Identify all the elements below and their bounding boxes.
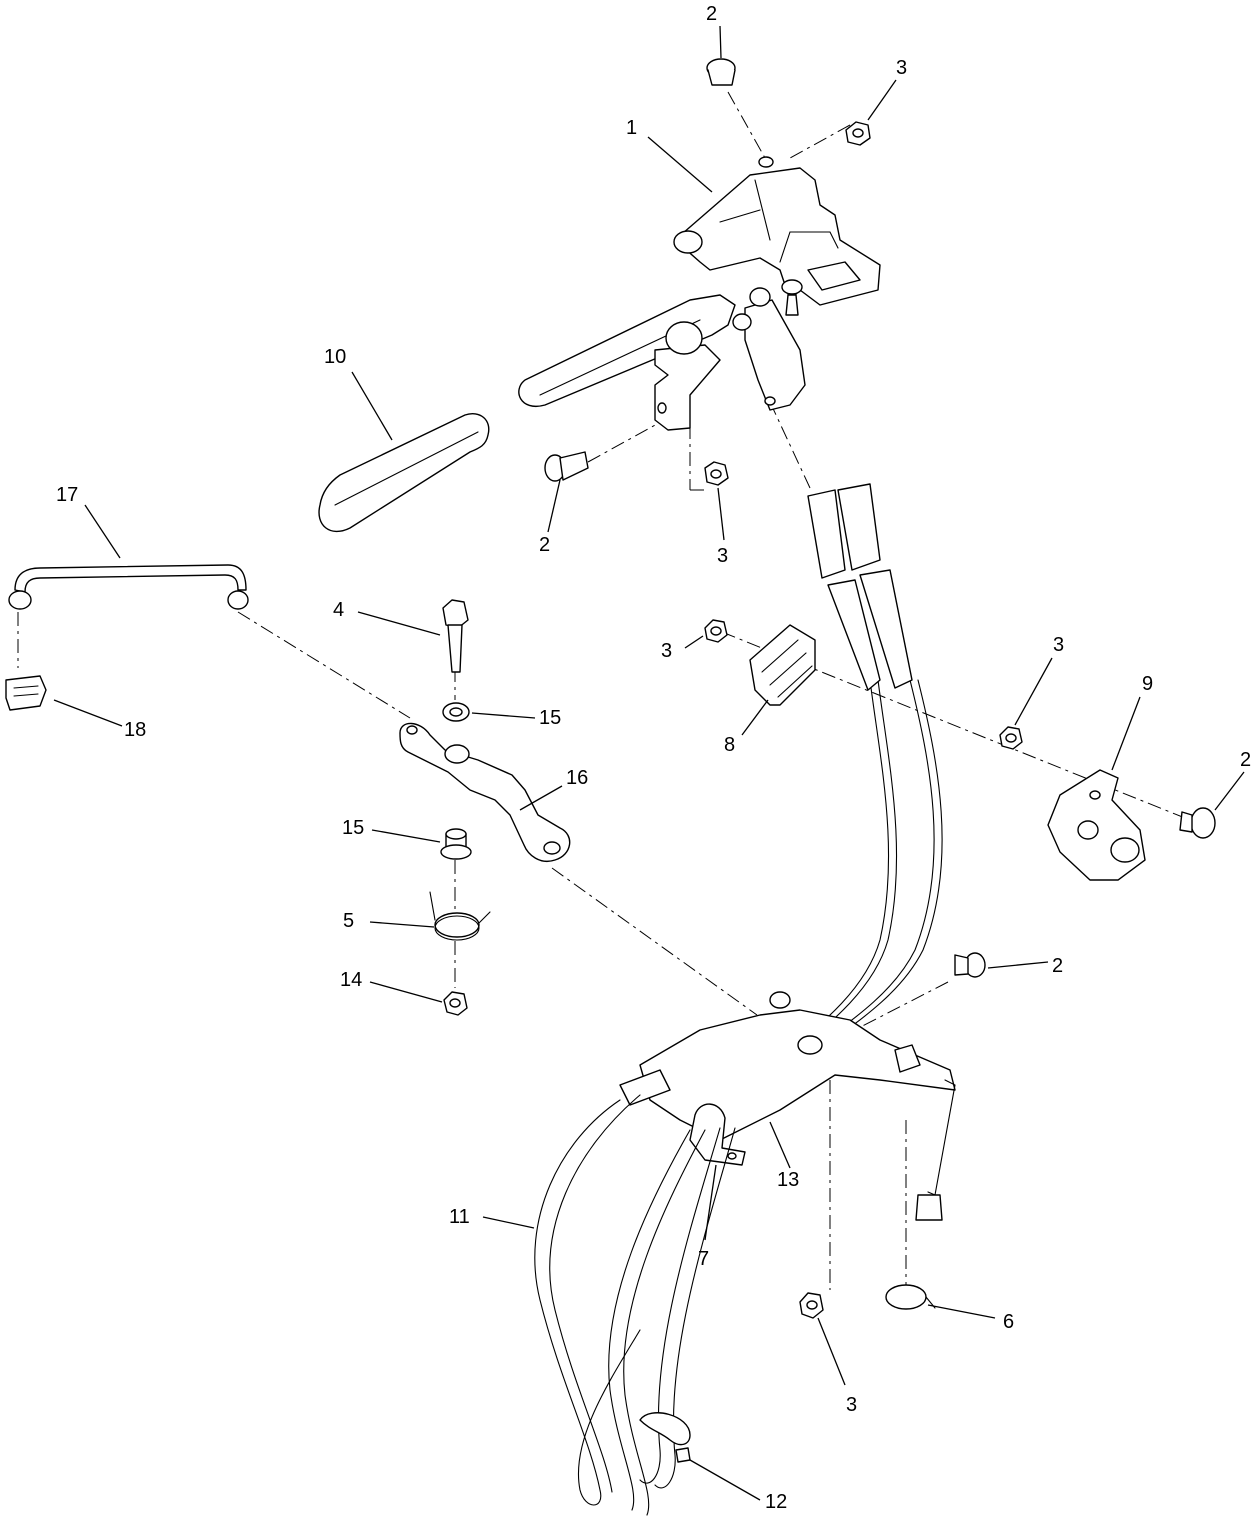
callout-3-lower: 3 (846, 1394, 857, 1416)
callout-3-bracket9: 3 (1053, 634, 1064, 656)
callout-2-right: 2 (1240, 749, 1251, 771)
callout-3-top: 3 (896, 57, 907, 79)
shoulder-bolt (442, 599, 469, 673)
carriage-bolt-right (1179, 807, 1216, 839)
control-cables (719, 483, 943, 1116)
callout-18: 18 (124, 719, 146, 741)
callout-14: 14 (340, 969, 362, 991)
hand-grip (318, 413, 490, 533)
callout-8: 8 (724, 734, 735, 756)
callout-9: 9 (1142, 673, 1153, 695)
cable-anchor-bracket (1047, 769, 1146, 881)
control-rod (8, 564, 249, 610)
callout-11: 11 (449, 1206, 470, 1228)
callout-6: 6 (1003, 1311, 1014, 1333)
torsion-spring (429, 891, 491, 941)
callout-12: 12 (765, 1491, 787, 1513)
callout-16: 16 (566, 767, 588, 789)
callout-2-lower: 2 (1052, 955, 1063, 977)
pivot-arm (399, 722, 571, 862)
cable-bracket (749, 624, 816, 706)
assembly-center-lines (17, 91, 1191, 1290)
callout-10: 10 (324, 346, 346, 368)
callout-7: 7 (698, 1248, 709, 1270)
callout-17: 17 (56, 484, 78, 506)
leader-lines (53, 25, 1245, 1501)
flange-nut-mid (704, 461, 729, 486)
carriage-bolt-lower (954, 952, 986, 978)
lock-nut (443, 991, 468, 1016)
flange-nut-lower (799, 1292, 824, 1319)
bushing-lower (440, 828, 472, 860)
flange-nut-bracket-8 (704, 619, 728, 643)
callout-13: 13 (777, 1169, 799, 1191)
callout-4: 4 (333, 599, 344, 621)
flange-nut-bracket-9 (999, 726, 1023, 750)
callout-1: 1 (626, 117, 637, 139)
cable-loops (534, 1094, 736, 1516)
carriage-bolt-top (706, 58, 736, 86)
callout-2-mid: 2 (539, 534, 550, 556)
callout-15-lower: 15 (342, 817, 364, 839)
carriage-bolt-mid (544, 451, 589, 482)
callout-15-upper: 15 (539, 707, 561, 729)
callout-3-bracket8: 3 (661, 640, 672, 662)
callout-5: 5 (343, 910, 354, 932)
bushing-upper (442, 702, 470, 722)
callout-3-mid: 3 (717, 545, 728, 567)
control-lever-bracket (518, 156, 881, 431)
cable-tie (639, 1412, 691, 1463)
flange-nut-top (845, 121, 871, 146)
cable-mount-base (619, 991, 956, 1221)
rod-retainer-clip (5, 675, 47, 711)
hairpin-clip (885, 1284, 936, 1310)
callout-labels: 2 3 1 10 2 3 17 4 15 18 16 15 5 14 3 8 3… (56, 3, 1251, 1513)
callout-2-top: 2 (706, 3, 717, 25)
